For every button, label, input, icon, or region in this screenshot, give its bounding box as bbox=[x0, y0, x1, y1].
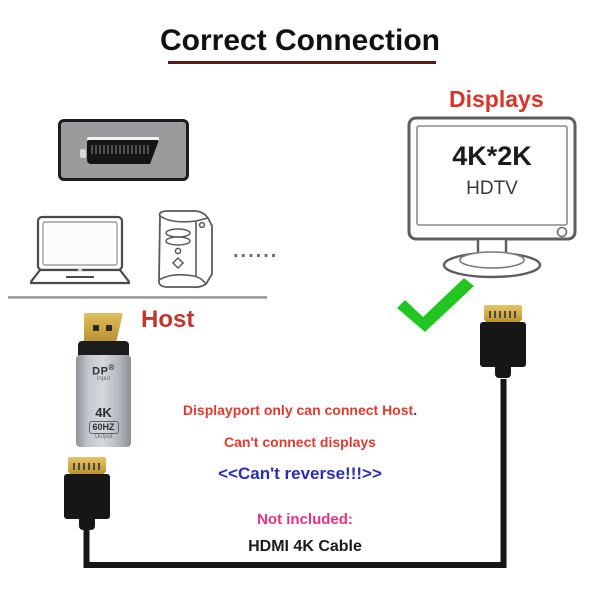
warning-line-1: Displayport only can connect Host. bbox=[182, 402, 418, 418]
hdmi-connector-left bbox=[64, 457, 110, 531]
plug-pin bbox=[106, 325, 112, 331]
displayport-port-icon bbox=[58, 119, 189, 181]
displayport-male-plug bbox=[84, 313, 123, 343]
desktop-tower-icon bbox=[157, 210, 213, 289]
hdmi-contact-blade bbox=[68, 457, 106, 477]
displayport-latch-dot bbox=[80, 149, 86, 158]
not-included-label: Not included: bbox=[257, 511, 353, 528]
desk-surface-line bbox=[8, 296, 267, 299]
monitor-resolution-text: 4K*2K bbox=[452, 141, 532, 171]
green-check-icon bbox=[397, 278, 474, 332]
hdmi-contact-blade bbox=[484, 305, 522, 325]
title-underline bbox=[168, 61, 436, 64]
warning-line-2: Can't connect displays bbox=[224, 434, 376, 450]
hdmi-strain-relief bbox=[495, 364, 511, 378]
adapter-dp-label: DP® bbox=[92, 363, 115, 378]
adapter-collar bbox=[78, 341, 129, 357]
displays-label: Displays bbox=[449, 86, 544, 112]
monitor-type-text: HDTV bbox=[466, 178, 518, 199]
warning-line-3: <<Can't reverse!!!>> bbox=[218, 464, 382, 483]
adapter-output-caption: Output bbox=[94, 434, 113, 440]
hdmi-strain-relief bbox=[79, 516, 95, 530]
adapter-output-resolution: 4K bbox=[95, 405, 112, 420]
not-included-item: HDMI 4K Cable bbox=[248, 538, 362, 555]
laptop-icon bbox=[30, 215, 130, 285]
hdmi-shell bbox=[64, 474, 110, 519]
hdmi-shell bbox=[480, 322, 526, 367]
dp-to-hdmi-adapter: DP® Input 4K 60HZ Output bbox=[70, 313, 136, 447]
adapter-output-refresh: 60HZ bbox=[88, 421, 119, 434]
adapter-input-caption: Input bbox=[96, 376, 111, 382]
displayport-opening bbox=[87, 140, 159, 164]
plug-pin bbox=[93, 325, 99, 331]
adapter-body: DP® Input 4K 60HZ Output bbox=[76, 355, 131, 447]
monitor-icon bbox=[407, 116, 577, 279]
ellipsis-more-devices: ...... bbox=[233, 240, 279, 262]
page-title: Correct Connection bbox=[159, 24, 441, 57]
host-label: Host bbox=[141, 306, 195, 333]
hdmi-connector-right bbox=[480, 305, 526, 379]
